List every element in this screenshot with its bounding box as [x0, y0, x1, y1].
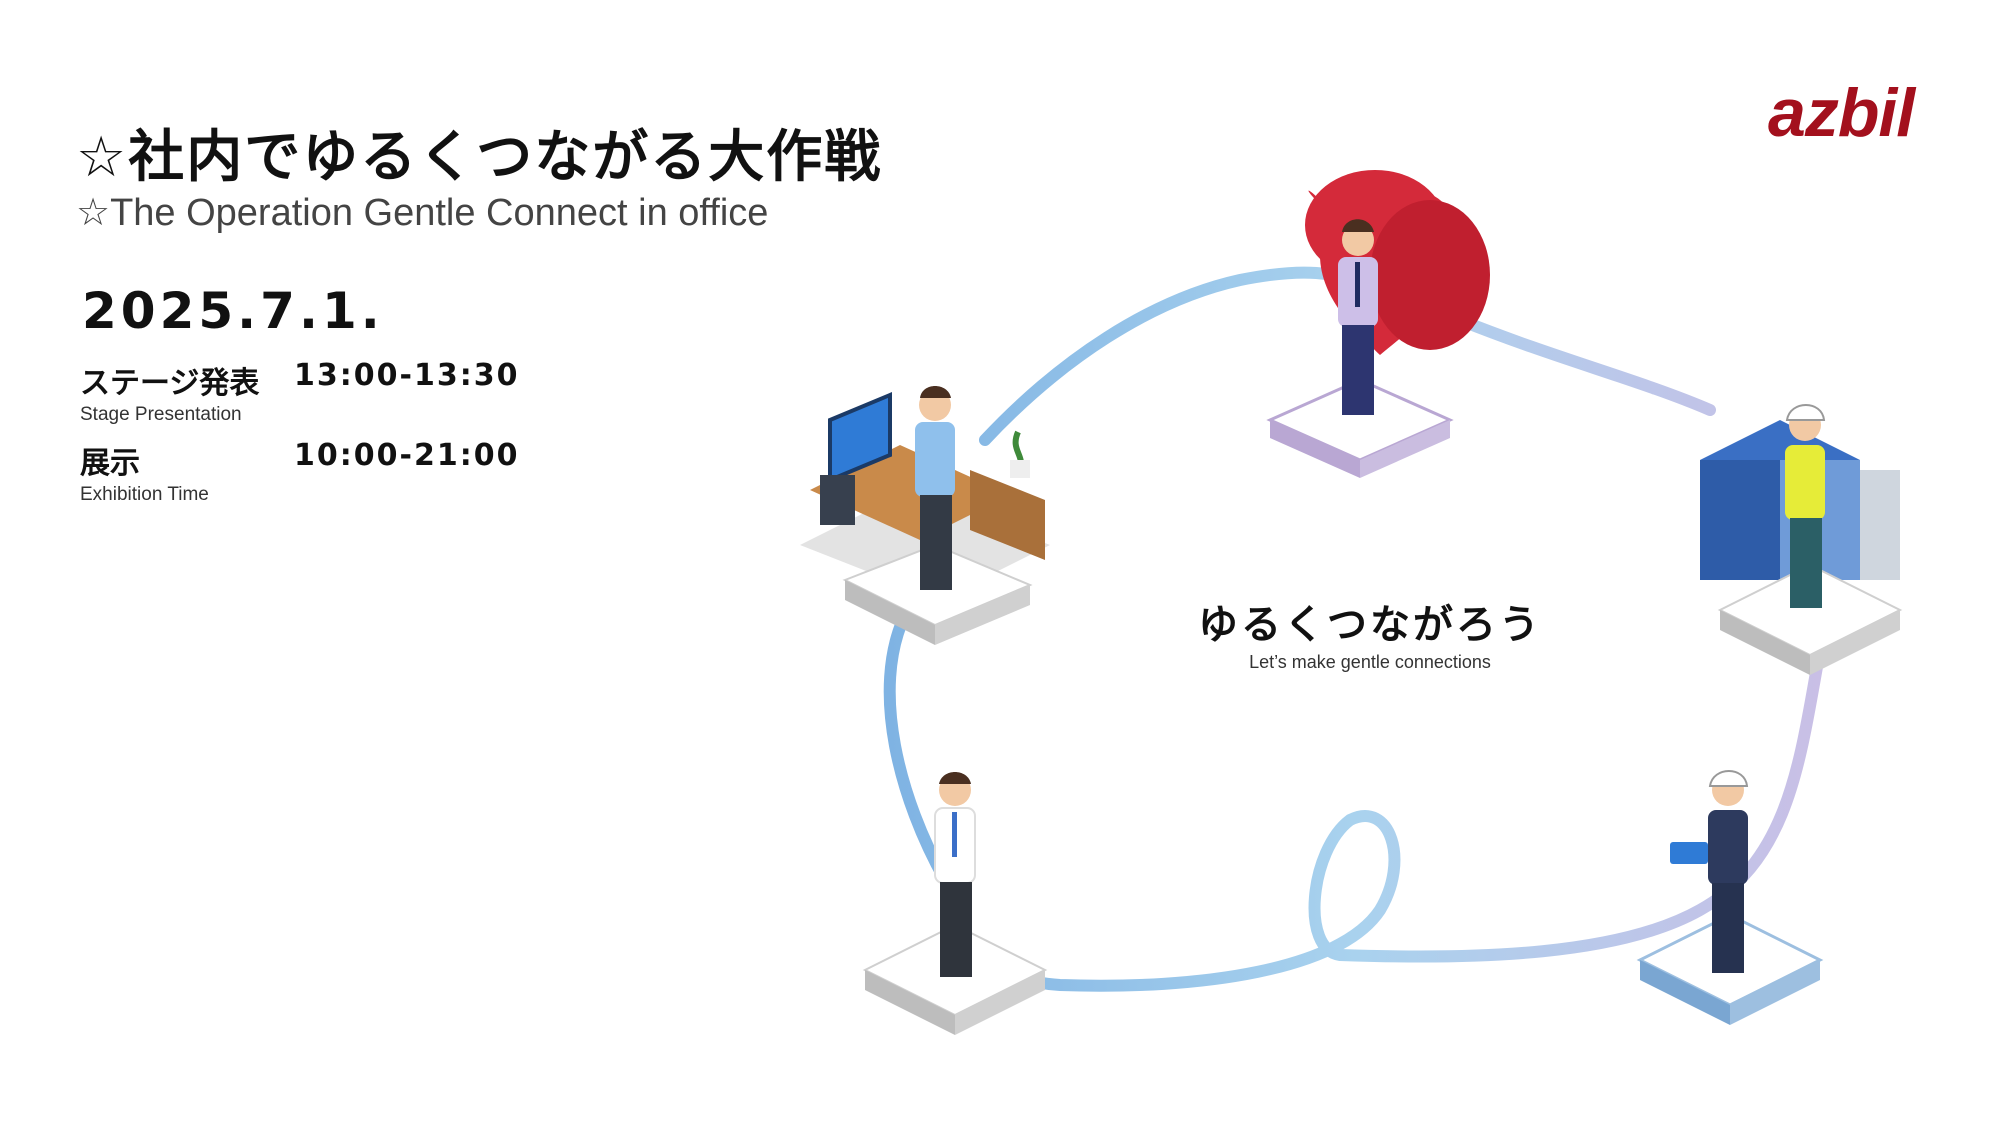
ribbon-path	[883, 266, 1826, 992]
schedule-exhibition: 展示 Exhibition Time 10:00-21:00	[80, 438, 517, 506]
schedule-stage-label: ステージ発表	[80, 366, 260, 401]
person-white-shirt	[862, 772, 1048, 1035]
schedule-exhibition-label: 展示	[80, 446, 140, 481]
person-with-heart	[1266, 170, 1490, 478]
schedule-exhibition-sublabel: Exhibition Time	[80, 484, 209, 505]
office-worker-desk	[800, 386, 1050, 645]
engineer-with-tablet	[1636, 770, 1824, 1025]
azbil-logo: azbil	[1768, 75, 1915, 151]
slogan-jp: ゆるくつながろう	[1198, 602, 1542, 648]
schedule-stage-time: 13:00-13:30	[294, 358, 520, 393]
slogan-en: Let’s make gentle connections	[1249, 652, 1491, 672]
schedule-stage: ステージ発表 Stage Presentation 13:00-13:30	[80, 358, 517, 426]
page-subtitle: ☆The Operation Gentle Connect in office	[76, 192, 769, 234]
schedule-stage-sublabel: Stage Presentation	[80, 404, 242, 425]
engineer-with-machine	[1700, 404, 1903, 675]
schedule-exhibition-time: 10:00-21:00	[294, 438, 520, 473]
page-title: ☆社内でゆるくつながる大作戦	[76, 125, 883, 190]
event-date: 2025.7.1.	[82, 282, 384, 340]
